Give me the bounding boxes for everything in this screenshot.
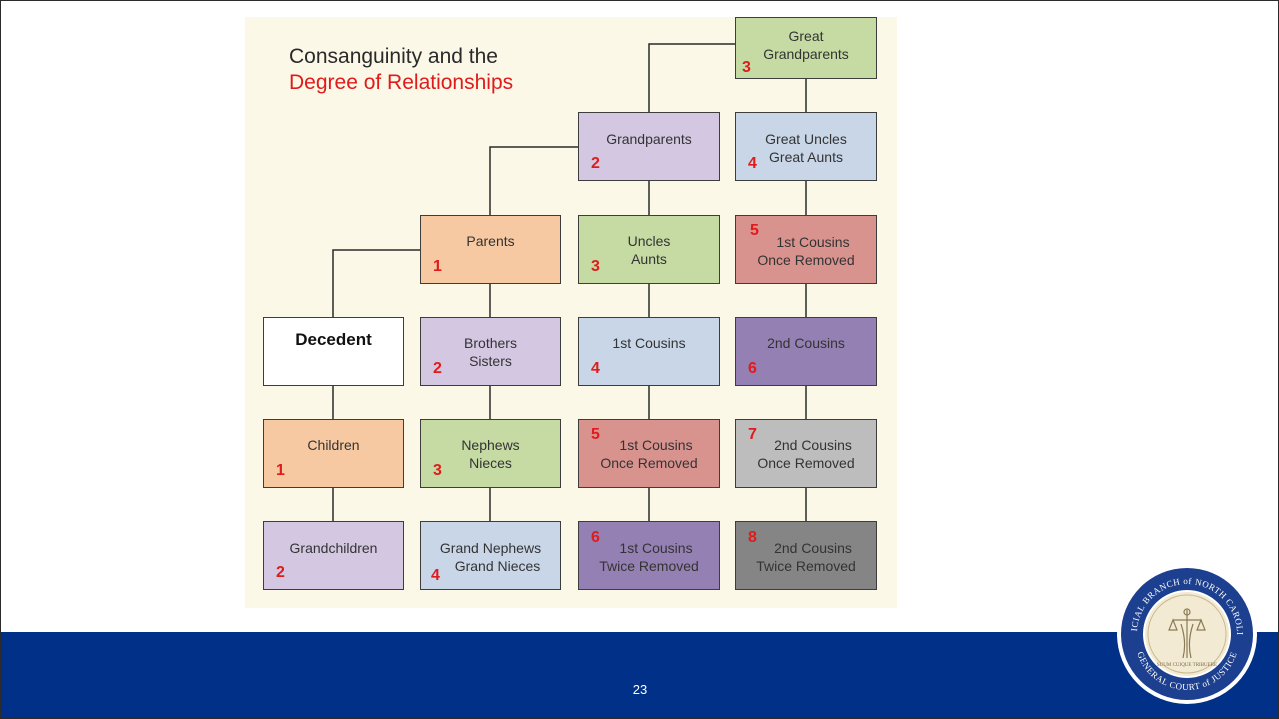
box-label: Nephews (461, 437, 520, 453)
degree-number: 5 (591, 426, 600, 443)
box-children: Children 1 (263, 419, 404, 488)
degree-number: 1 (433, 258, 442, 275)
box-label: 1st Cousins (619, 437, 693, 453)
box-label: 2nd Cousins (767, 335, 845, 351)
box-label: Brothers (464, 335, 517, 351)
box-label: Grandchildren (289, 540, 378, 556)
box-label: 1st Cousins (612, 335, 686, 351)
box-label: Children (307, 437, 360, 453)
box-label: Grandparents (606, 131, 692, 147)
box-label: Uncles (627, 233, 671, 249)
box-grand-nephews-nieces: Grand Nephews Grand Nieces 4 (420, 521, 561, 590)
degree-number: 5 (750, 222, 759, 239)
box-grandparents: Grandparents 2 (578, 112, 720, 181)
degree-number: 6 (748, 360, 757, 377)
degree-number: 2 (276, 564, 285, 581)
box-great-grandparents: Great Grandparents 3 (735, 17, 877, 79)
svg-text:SUUM CUIQUE TRIBUERE: SUUM CUIQUE TRIBUERE (1157, 663, 1217, 668)
degree-number: 4 (431, 567, 440, 584)
degree-number: 4 (591, 360, 600, 377)
box-second-cousins-once-removed: 2nd Cousins Once Removed 7 (735, 419, 877, 488)
degree-number: 8 (748, 529, 757, 546)
box-label: 1st Cousins (619, 540, 693, 556)
box-label: Grand Nephews (439, 540, 542, 556)
box-label: Once Removed (757, 455, 855, 471)
footer-bar (1, 632, 1278, 718)
box-first-cousins-once-removed-upper: 1st Cousins Once Removed 5 (735, 215, 877, 284)
page-number: 23 (632, 682, 648, 697)
box-second-cousins: 2nd Cousins 6 (735, 317, 877, 386)
degree-number: 3 (742, 59, 751, 76)
diagram-subtitle: Degree of Relationships (289, 71, 514, 94)
decedent-label: Decedent (295, 330, 372, 349)
box-first-cousins-twice-removed: 1st Cousins Twice Removed 6 (578, 521, 720, 590)
degree-number: 2 (591, 155, 600, 172)
box-second-cousins-twice-removed: 2nd Cousins Twice Removed 8 (735, 521, 877, 590)
box-uncles-aunts: Uncles Aunts 3 (578, 215, 720, 284)
box-label: Sisters (469, 353, 512, 369)
degree-number: 3 (591, 258, 600, 275)
box-first-cousins-once-removed: 1st Cousins Once Removed 5 (578, 419, 720, 488)
box-decedent: Decedent (263, 317, 404, 386)
box-label: Aunts (631, 251, 667, 267)
box-label: Once Removed (757, 252, 855, 268)
box-label: 2nd Cousins (774, 437, 852, 453)
box-label: Grandparents (763, 46, 849, 62)
degree-number: 7 (748, 426, 757, 443)
box-label: 2nd Cousins (774, 540, 852, 556)
box-label: Great (788, 28, 824, 44)
box-grandchildren: Grandchildren 2 (263, 521, 404, 590)
box-label: Twice Removed (756, 558, 856, 574)
box-label: Great Uncles (765, 131, 847, 147)
box-great-uncles-aunts: Great Uncles Great Aunts 4 (735, 112, 877, 181)
box-parents: Parents 1 (420, 215, 561, 284)
degree-number: 3 (433, 462, 442, 479)
degree-number: 6 (591, 529, 600, 546)
box-brothers-sisters: Brothers Sisters 2 (420, 317, 561, 386)
box-label: Twice Removed (599, 558, 699, 574)
box-label: Nieces (469, 455, 512, 471)
box-first-cousins: 1st Cousins 4 (578, 317, 720, 386)
box-label: Great Aunts (769, 149, 843, 165)
box-label: Grand Nieces (454, 558, 541, 574)
box-label: 1st Cousins (776, 234, 850, 250)
degree-number: 2 (433, 360, 442, 377)
box-label: Parents (466, 233, 515, 249)
degree-number: 4 (748, 155, 757, 172)
court-seal-logo: JUDICIAL BRANCH of NORTH CAROLINA GENERA… (1115, 562, 1257, 704)
box-nephews-nieces: Nephews Nieces 3 (420, 419, 561, 488)
degree-number: 1 (276, 462, 285, 479)
box-label: Once Removed (600, 455, 698, 471)
diagram-title: Consanguinity and the (289, 45, 498, 68)
